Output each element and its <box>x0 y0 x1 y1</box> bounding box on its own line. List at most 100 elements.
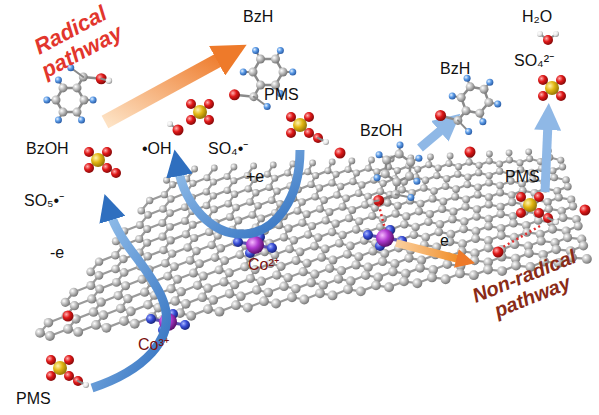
sulfur-atom <box>523 198 537 212</box>
carbon-atom <box>294 207 302 215</box>
carbon-atom <box>210 206 218 214</box>
carbon-atom <box>485 193 493 201</box>
carbon-atom <box>563 233 572 242</box>
electron-transfer-arrow <box>396 243 462 260</box>
electron-loss-arrow <box>92 212 166 388</box>
carbon-atom <box>464 181 472 189</box>
carbon-atom <box>271 299 281 309</box>
carbon-atom <box>210 192 217 199</box>
carbon-atom <box>298 198 306 206</box>
carbon-atom <box>328 228 336 236</box>
carbon-atom <box>342 195 350 203</box>
carbon-atom <box>169 181 176 188</box>
chemical-label: +e <box>246 168 264 186</box>
hydrogen-atom <box>368 199 374 205</box>
carbon-atom <box>443 175 450 182</box>
carbon-atom <box>211 253 220 262</box>
oxygen-atom <box>556 91 566 101</box>
carbon-atom <box>412 278 422 288</box>
carbon-atom <box>390 259 399 268</box>
carbon-atom <box>95 257 103 265</box>
hydrogen-atom <box>553 31 559 37</box>
carbon-atom <box>163 177 170 184</box>
carbon-atom <box>422 177 429 184</box>
oxidation-arrow <box>420 126 446 148</box>
carbon-atom <box>256 55 265 64</box>
carbon-atom <box>452 185 460 193</box>
carbon-atom <box>417 200 425 208</box>
carbon-atom <box>182 230 190 238</box>
carbon-atom <box>189 221 197 229</box>
carbon-atom <box>35 328 45 338</box>
carbon-atom <box>299 295 309 305</box>
carbon-atom <box>464 173 471 180</box>
carbon-atom <box>86 267 95 276</box>
oxygen-atom <box>286 112 296 122</box>
carbon-atom <box>256 80 265 89</box>
benzyl-alcohol-molecule <box>368 141 423 205</box>
carbon-atom <box>123 294 132 303</box>
carbon-atom <box>371 280 381 290</box>
oxygen-atom <box>63 311 74 322</box>
carbon-atom <box>460 217 468 225</box>
carbon-atom <box>462 195 470 203</box>
carbon-atom <box>215 307 225 317</box>
carbon-atom <box>353 170 360 177</box>
carbon-atom <box>207 241 215 249</box>
carbon-atom <box>299 267 308 276</box>
oxygen-atom <box>204 115 214 125</box>
nitrogen-atom <box>146 314 156 324</box>
carbon-atom <box>161 191 168 198</box>
carbon-atom <box>569 202 577 210</box>
oxygen-atom <box>556 75 566 85</box>
carbon-atom <box>429 195 437 203</box>
carbon-atom <box>95 284 104 293</box>
hydrogen-atom <box>376 151 383 158</box>
carbon-atom <box>166 223 174 231</box>
carbon-atom <box>473 205 481 213</box>
hydrogen-atom <box>55 117 62 124</box>
carbon-atom <box>186 256 195 265</box>
carbon-atom <box>292 256 301 265</box>
carbon-atom <box>457 247 466 256</box>
carbon-atom <box>361 271 370 280</box>
carbon-atom <box>116 304 125 313</box>
oxygen-atom <box>111 168 121 178</box>
hydrogen-atom <box>289 69 296 76</box>
carbon-atom <box>257 277 266 286</box>
carbon-atom <box>209 295 219 305</box>
carbon-atom <box>121 281 130 290</box>
carbon-atom <box>427 273 437 283</box>
carbon-atom <box>285 245 294 254</box>
carbon-atom <box>381 169 390 178</box>
carbon-atom <box>284 170 291 177</box>
oxygen-atom <box>534 208 544 218</box>
carbon-atom <box>224 200 232 208</box>
carbon-atom <box>562 176 570 184</box>
carbon-atom <box>69 288 78 297</box>
carbon-atom <box>159 205 167 213</box>
carbon-atom <box>328 255 337 264</box>
carbon-atom <box>508 191 516 199</box>
carbon-atom <box>486 150 493 157</box>
carbon-atom <box>462 106 471 115</box>
hydrogen-atom <box>415 155 422 162</box>
oxygen-atom <box>286 128 296 138</box>
carbon-atom <box>137 207 145 215</box>
carbon-atom <box>144 211 152 219</box>
carbon-atom <box>263 288 273 298</box>
carbon-atom <box>317 253 326 262</box>
carbon-atom <box>143 239 151 247</box>
carbon-atom <box>191 166 198 173</box>
carbon-atom <box>203 304 213 314</box>
carbon-atom <box>506 149 513 156</box>
carbon-atom <box>455 269 465 279</box>
oxygen-atom <box>186 99 196 109</box>
hydrogen-atom <box>78 117 85 124</box>
carbon-atom <box>392 210 400 218</box>
chemical-label: Co²⁺ <box>248 256 279 274</box>
carbon-atom <box>516 159 523 166</box>
carbon-atom <box>163 272 172 281</box>
hydrogen-atom <box>167 121 173 127</box>
carbon-atom <box>234 217 242 225</box>
